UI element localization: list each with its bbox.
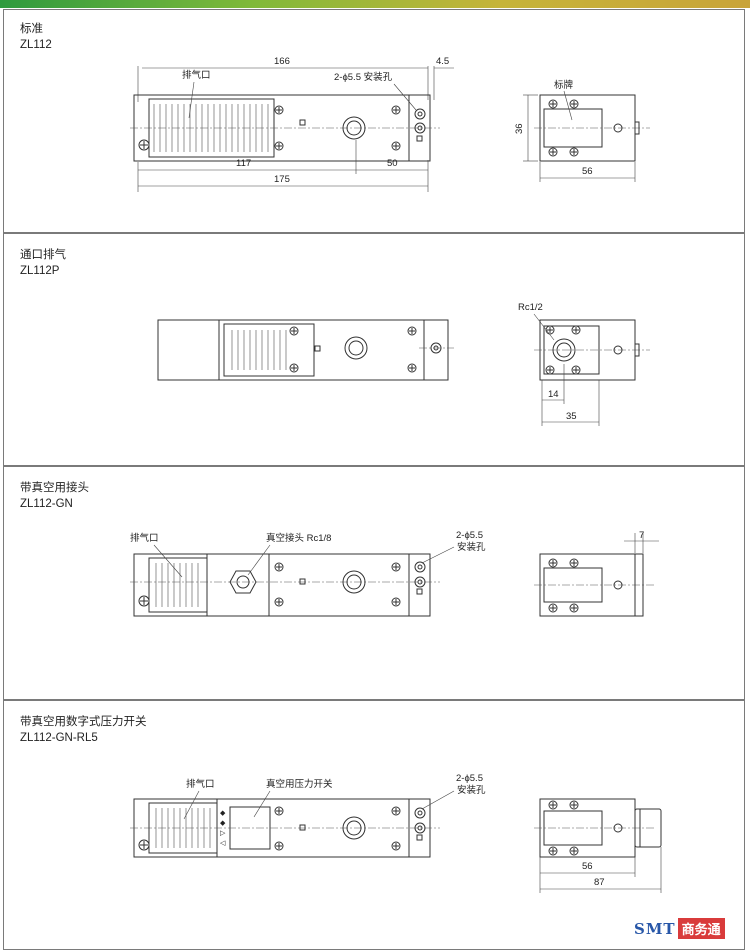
model-code: ZL112P (20, 265, 60, 277)
section-standard: 标准 ZL112 166 4.5 (3, 9, 745, 233)
section-title: 带真空用接头 (20, 482, 89, 494)
model-code: ZL112-GN-RL5 (20, 732, 98, 744)
dim-50: 50 (387, 158, 398, 169)
mounting-hole-label-1: 2-ϕ5.5 (456, 530, 483, 541)
pressure-switch-drawing: ◆ ◆ ▷ ◁ 排气口 真空用压力开关 2-ϕ5.5 安装孔 (130, 773, 662, 893)
model-code: ZL112 (20, 39, 52, 51)
section-title: 标准 (20, 23, 43, 35)
dim-175: 175 (274, 174, 290, 185)
screw-icon (138, 139, 150, 151)
mounting-hole-label-2: 安装孔 (457, 541, 486, 553)
exhaust-label: 排气口 (186, 778, 215, 790)
dim-87: 87 (594, 877, 605, 888)
section-pressure-switch: 带真空用数字式压力开关 ZL112-GN-RL5 ◆ ◆ ▷ ◁ 排气口 真空用… (3, 700, 745, 950)
watermark-brand: SMT (634, 920, 676, 938)
model-code: ZL112-GN (20, 498, 73, 510)
mounting-hole-label-2: 安装孔 (457, 784, 486, 796)
dim-166: 166 (274, 56, 290, 67)
dim-117: 117 (236, 158, 251, 169)
svg-text:▷: ▷ (220, 830, 226, 837)
dim-56: 56 (582, 166, 593, 177)
dim-7: 7 (639, 530, 644, 541)
mounting-hole-label-1: 2-ϕ5.5 (456, 773, 483, 784)
vacuum-fitting-icon (229, 570, 257, 594)
svg-text:◆: ◆ (220, 820, 226, 827)
dim-4-5: 4.5 (436, 56, 449, 67)
section-title: 带真空用数字式压力开关 (20, 716, 147, 728)
section-vacuum-fitting: 带真空用接头 ZL112-GN 排气口 真空接头 Rc1/8 2-ϕ5.5 安装… (3, 466, 745, 700)
port-exhaust-drawing: Rc1/2 14 35 (157, 302, 650, 426)
standard-drawing: 166 4.5 (130, 56, 650, 192)
section-title: 通口排气 (20, 249, 66, 261)
port-label: Rc1/2 (518, 302, 543, 313)
dim-36: 36 (514, 123, 525, 134)
nameplate-label: 标牌 (554, 79, 574, 91)
pressure-switch-label: 真空用压力开关 (266, 778, 333, 790)
port-icon (342, 116, 366, 140)
exhaust-label: 排气口 (182, 69, 211, 81)
vacuum-fitting-label: 真空接头 Rc1/8 (266, 532, 331, 544)
mounting-hole-label: 2-ϕ5.5 安装孔 (334, 71, 393, 83)
dim-14: 14 (548, 389, 559, 400)
svg-text:◆: ◆ (220, 810, 226, 817)
svg-text:◁: ◁ (220, 840, 226, 847)
section-port-exhaust: 通口排气 ZL112P Rc1/2 14 (3, 233, 745, 466)
watermark-suffix: 商务通 (677, 918, 725, 939)
vacuum-fitting-drawing: 排气口 真空接头 Rc1/8 2-ϕ5.5 安装孔 7 (130, 530, 659, 617)
dim-56: 56 (582, 861, 593, 872)
exhaust-label: 排气口 (130, 532, 159, 544)
dim-35: 35 (566, 411, 577, 422)
header-gradient-bar (0, 0, 750, 8)
